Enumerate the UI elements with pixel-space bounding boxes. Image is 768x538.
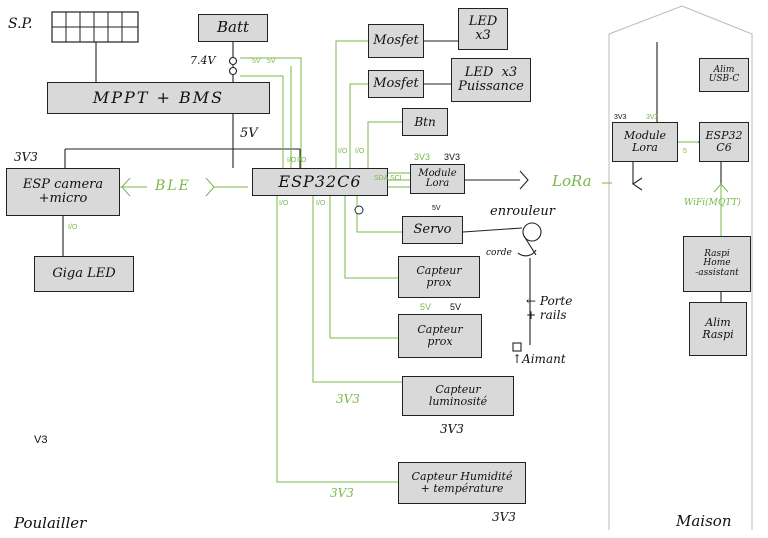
led-x3-label: LED x3	[468, 14, 498, 43]
bus-5v-label: 5V	[240, 126, 258, 141]
lora-3v3-green-label: 3V3	[414, 152, 431, 162]
humidity-3v3-green-label: 3V3	[330, 486, 354, 500]
battery-voltage-label: 7.4V	[190, 54, 216, 67]
esp-cam-3v3-label: 3V3	[14, 150, 38, 164]
lora-module-block: Module Lora	[410, 164, 465, 194]
mosfet-block-2: Mosfet	[368, 70, 424, 98]
house-esp32c6-label: ESP32 C6	[705, 129, 743, 154]
house-lora-3v3-green-label: 3V3	[646, 114, 659, 121]
proximity-sensor-label-2: Capteur prox	[417, 323, 463, 348]
io-label-5: I/O	[279, 200, 289, 207]
esp32c6-main-block: ESP32C6	[252, 168, 388, 196]
light-3v3-green-label: 3V3	[336, 392, 360, 406]
proximity-sensor-block-2: Capteur prox	[398, 314, 482, 358]
poulailler-label: Poulailler	[14, 514, 87, 532]
cord-label: corde	[486, 248, 512, 258]
io-label-2: I/O	[297, 157, 307, 164]
servo-5v-label: 5V	[432, 205, 441, 212]
lora-module-label: Module Lora	[418, 167, 457, 189]
house-outline	[608, 5, 753, 530]
humidity-sensor-label: Capteur Humidité + température	[411, 470, 513, 495]
led-x3-block: LED x3	[458, 8, 508, 50]
io-label-cam: I/O	[68, 224, 78, 231]
proximity-sensor-label-1: Capteur prox	[416, 264, 462, 289]
raspi-power-label: Alim Raspi	[702, 316, 734, 341]
battery-block: Batt	[198, 14, 268, 42]
winder-label: enrouleur	[490, 204, 555, 219]
esp-lora-pins-label: SDA SCL	[374, 175, 404, 182]
led-power-label: LED x3 Puissance	[458, 65, 524, 94]
house-5v-label: 5	[683, 148, 687, 155]
raspi-home-assistant-label: Raspi Home -assistant	[695, 248, 739, 278]
mosfet-block-1: Mosfet	[368, 24, 424, 58]
house-lora-3v3-label: 3V3	[614, 114, 627, 121]
maison-label: Maison	[676, 512, 732, 530]
led-power-block: LED x3 Puissance	[451, 58, 531, 102]
proximity-sensor-block-1: Capteur prox	[398, 256, 480, 298]
door-rails-text: ← Porte + rails	[526, 294, 573, 322]
magnet-label: ↑Aimant	[512, 352, 566, 366]
io-label-3: I/O	[338, 148, 348, 155]
esp-camera-block: ESP camera +micro	[6, 168, 120, 216]
humidity-3v3-label: 3V3	[492, 510, 516, 524]
house-lora-module-block: Module Lora	[612, 122, 678, 162]
door-rails-label: ← Porte + rails	[526, 294, 572, 322]
io-label-4: I/O	[355, 148, 365, 155]
usb-power-block: Alim USB-C	[699, 58, 749, 92]
prox-5v-label: 5V	[450, 302, 462, 312]
ble-label: BLE	[155, 178, 191, 194]
signal-wires	[120, 40, 729, 483]
house-lora-module-label: Module Lora	[623, 129, 667, 154]
lora-3v3-label: 3V3	[444, 152, 461, 162]
raspi-home-assistant-block: Raspi Home -assistant	[683, 236, 751, 292]
humidity-sensor-block: Capteur Humidité + température	[398, 462, 526, 504]
esp-camera-label: ESP camera +micro	[22, 177, 104, 206]
solar-panel-grid	[52, 12, 138, 42]
io-label-6: I/O	[316, 200, 326, 207]
solar-panel-label: S.P.	[8, 16, 33, 32]
usb-power-label: Alim USB-C	[708, 64, 740, 84]
mppt-bms-block: MPPT + BMS	[47, 82, 270, 114]
version-label: V3	[34, 434, 48, 446]
servo-block: Servo	[402, 216, 463, 244]
raspi-power-block: Alim Raspi	[689, 302, 747, 356]
button-block: Btn	[402, 108, 448, 136]
prox-5v-green-label: 5V	[420, 302, 432, 312]
io-label-1: I/O	[287, 157, 297, 164]
lora-label: LoRa	[552, 172, 592, 190]
batt-5v-label-2: 5V	[267, 58, 276, 65]
wifi-mqtt-label: WiFi(MQTT)	[684, 198, 741, 208]
light-3v3-label: 3V3	[440, 422, 464, 436]
batt-5v-label: 5V	[252, 58, 261, 65]
light-sensor-block: Capteur luminosité	[402, 376, 514, 416]
house-esp32c6-block: ESP32 C6	[699, 122, 749, 162]
giga-led-block: Giga LED	[34, 256, 134, 292]
light-sensor-label: Capteur luminosité	[428, 383, 488, 408]
